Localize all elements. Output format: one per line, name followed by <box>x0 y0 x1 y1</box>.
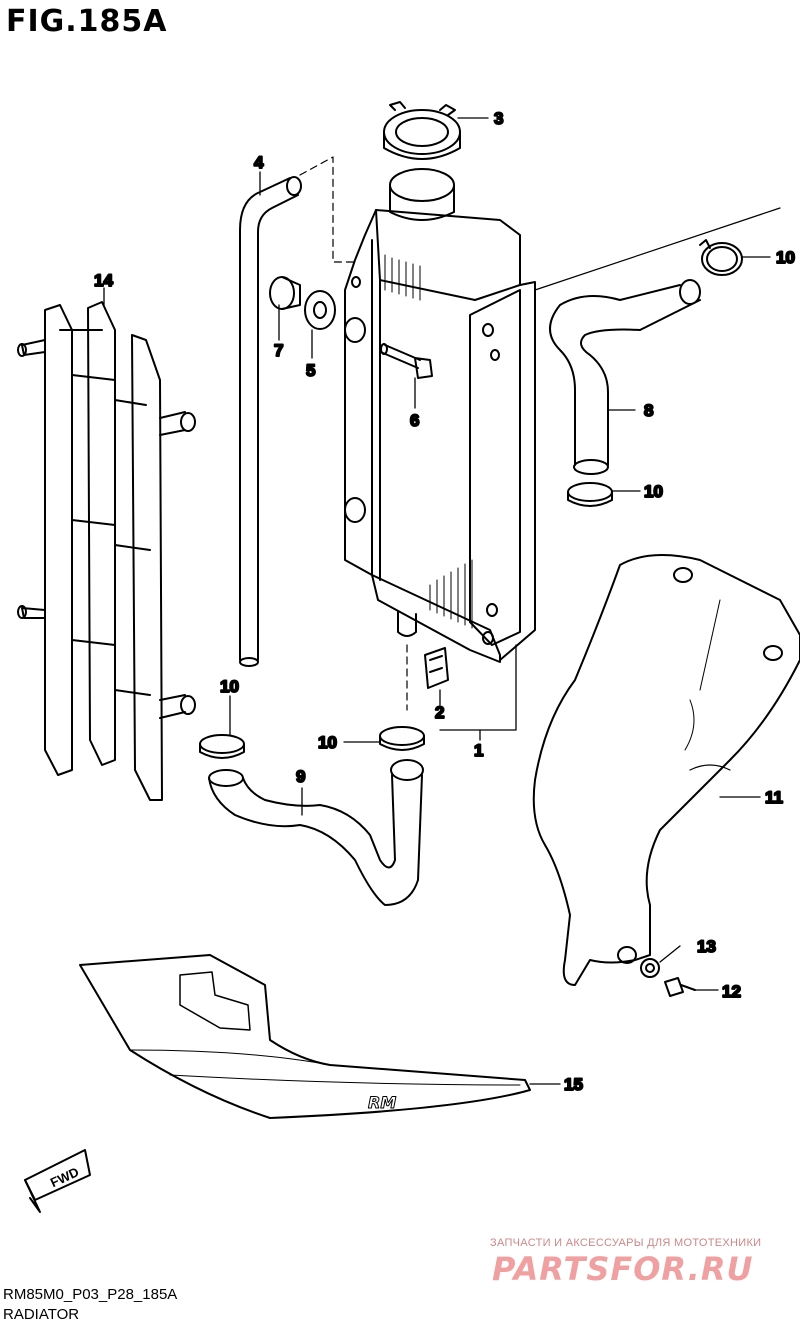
callout-2: 2 <box>435 703 444 722</box>
lower-hose-part <box>208 759 424 906</box>
callout-11: 11 <box>765 788 783 807</box>
watermark-tagline: ЗАПЧАСТИ И АКСЕССУАРЫ ДЛЯ МОТОТЕХНИКИ <box>490 1237 762 1249</box>
callout-10-left: 10 <box>220 677 239 696</box>
collar-and-grommet-parts <box>269 276 336 330</box>
callout-12: 12 <box>722 982 741 1001</box>
radiator-cover-part <box>532 554 800 986</box>
callout-14: 14 <box>94 271 113 290</box>
figure-code: RM85M0_P03_P28_185A <box>3 1286 178 1303</box>
clip-part <box>424 647 449 689</box>
watermark-logo: PARTSFOR.RU <box>492 1250 754 1288</box>
leader-lines <box>103 117 771 1085</box>
callout-10-mid: 10 <box>644 482 663 501</box>
hose-clamp-parts <box>199 239 743 759</box>
callout-10-center: 10 <box>318 733 337 752</box>
shroud-emblem-text: RM <box>368 1093 396 1112</box>
callout-8: 8 <box>644 401 653 420</box>
louver-part <box>17 301 196 801</box>
upper-hose-part <box>534 207 781 475</box>
callout-5: 5 <box>306 361 315 380</box>
callout-6: 6 <box>410 411 419 430</box>
radiator-part <box>344 168 536 711</box>
radiator-cap-part <box>383 101 461 160</box>
callout-labels: 3 4 14 7 5 6 8 10 10 10 10 9 2 1 11 13 1… <box>93 108 796 1095</box>
callout-7: 7 <box>274 341 283 360</box>
figure-title: FIG.185A <box>6 4 168 39</box>
callout-10-top: 10 <box>776 248 795 267</box>
figure-name: RADIATOR <box>3 1306 80 1323</box>
washer-and-bolt-parts <box>640 958 696 997</box>
bolt-part <box>380 343 433 379</box>
callout-13: 13 <box>697 937 716 956</box>
callout-15: 15 <box>564 1075 583 1094</box>
callout-1: 1 <box>474 741 483 760</box>
callout-4: 4 <box>254 153 264 172</box>
callout-9: 9 <box>296 767 305 786</box>
fwd-direction-icon: FWD <box>24 1149 91 1213</box>
callout-3: 3 <box>494 109 503 128</box>
overflow-hose-part <box>239 156 356 667</box>
shroud-part: RM <box>79 954 531 1119</box>
